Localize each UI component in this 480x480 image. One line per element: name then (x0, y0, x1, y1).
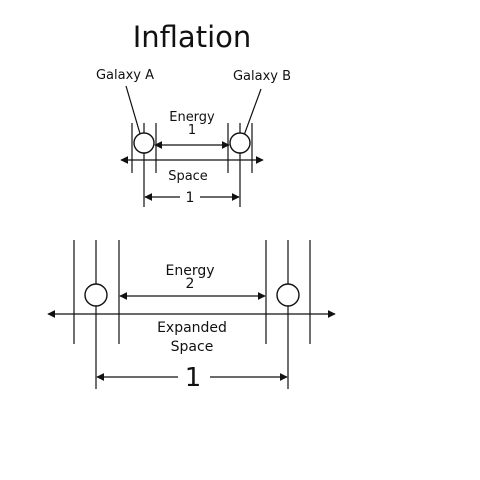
galaxy-b (229, 132, 251, 154)
bottom-space-label-line1: Expanded (157, 320, 227, 336)
diagram-title: Inflation (133, 20, 252, 54)
bottom-energy-value: 2 (186, 276, 195, 292)
galaxy-a (133, 132, 155, 154)
galaxy-a-pointer (125, 85, 142, 138)
top-distance-value: 1 (186, 190, 195, 206)
bottom-panel: Energy 2 Expanded Space 1 (47, 240, 336, 393)
bottom-space-label-line2: Space (171, 339, 214, 355)
galaxy-b-expanded (276, 283, 300, 307)
top-energy-label: Energy (169, 110, 215, 125)
top-space-label: Space (168, 169, 208, 184)
bottom-distance-value: 1 (185, 363, 202, 393)
galaxy-a-expanded (84, 283, 108, 307)
top-energy-value: 1 (188, 123, 196, 138)
top-panel: Galaxy A Galaxy B Energy 1 Space 1 (96, 68, 291, 207)
bottom-energy-label: Energy (165, 263, 214, 279)
galaxy-b-pointer (242, 88, 262, 139)
galaxy-a-label: Galaxy A (96, 68, 154, 83)
galaxy-b-label: Galaxy B (233, 69, 291, 84)
